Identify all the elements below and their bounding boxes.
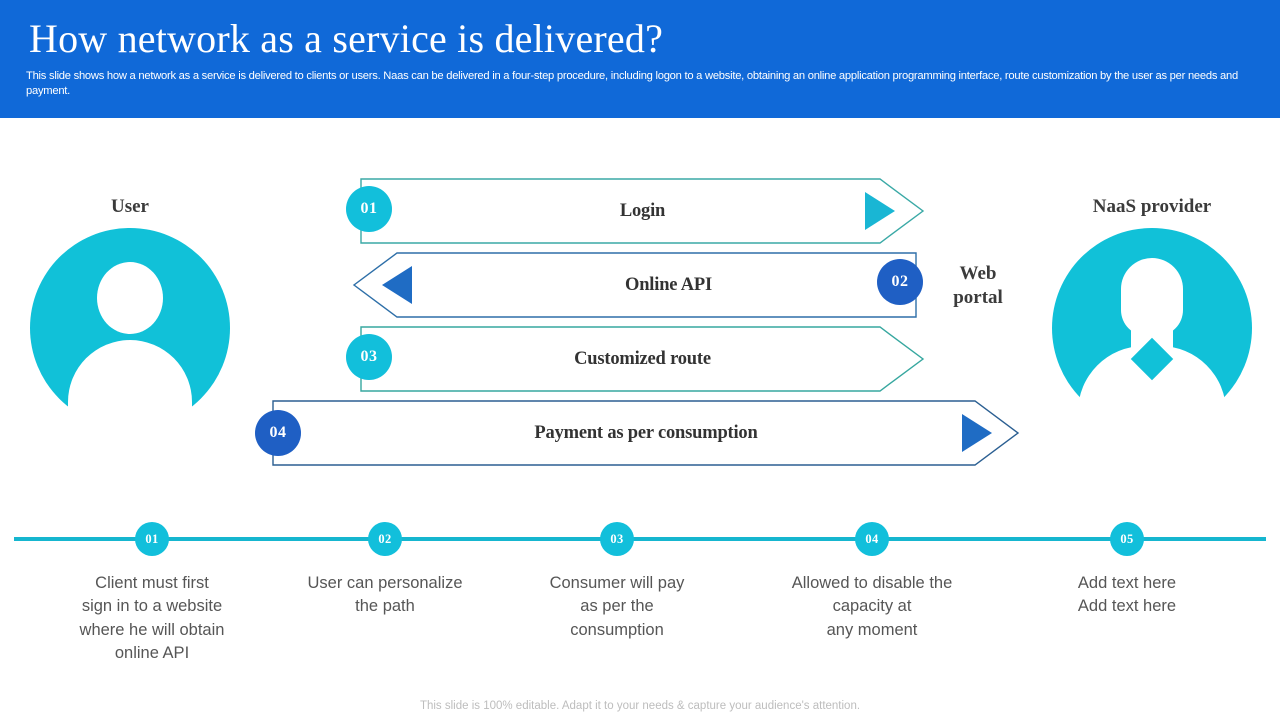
flow-row-login[interactable]: Login — [360, 178, 925, 244]
persona-provider-label: NaaS provider — [1092, 196, 1212, 217]
slide-header: How network as a service is delivered? T… — [0, 0, 1280, 118]
page-title: How network as a service is delivered? — [29, 16, 664, 61]
timeline-node-02[interactable]: 02 — [368, 522, 402, 556]
user-body-shape — [68, 340, 192, 440]
timeline-node-03[interactable]: 03 — [600, 522, 634, 556]
flow-badge-02: 02 — [877, 259, 923, 305]
footer-note: This slide is 100% editable. Adapt it to… — [419, 700, 861, 712]
flow-badge-03: 03 — [346, 334, 392, 380]
flow-badge-04: 04 — [255, 410, 301, 456]
timeline-node-05[interactable]: 05 — [1110, 522, 1144, 556]
timeline-node-01[interactable]: 01 — [135, 522, 169, 556]
flow-row-customized-route[interactable]: Customized route — [360, 326, 925, 392]
user-avatar-icon — [30, 228, 230, 440]
business-person-avatar-icon — [1052, 228, 1252, 438]
persona-user: User — [30, 196, 230, 440]
persona-naas-provider: NaaS provider — [1052, 196, 1252, 438]
flow-row-online-api[interactable]: Online API — [352, 252, 917, 318]
flow-badge-01: 01 — [346, 186, 392, 232]
timeline-node-04[interactable]: 04 — [855, 522, 889, 556]
web-portal-label-line2: portal — [953, 286, 1003, 308]
web-portal-label: Web portal — [941, 262, 1015, 310]
user-head-shape — [97, 262, 163, 334]
flow-row-payment[interactable]: Payment as per consumption — [272, 400, 1020, 466]
web-portal-label-line1: Web — [959, 263, 997, 284]
persona-user-label: User — [111, 196, 149, 217]
header-subtitle: This slide shows how a network as a serv… — [26, 70, 1238, 97]
timeline-axis — [14, 537, 1266, 541]
